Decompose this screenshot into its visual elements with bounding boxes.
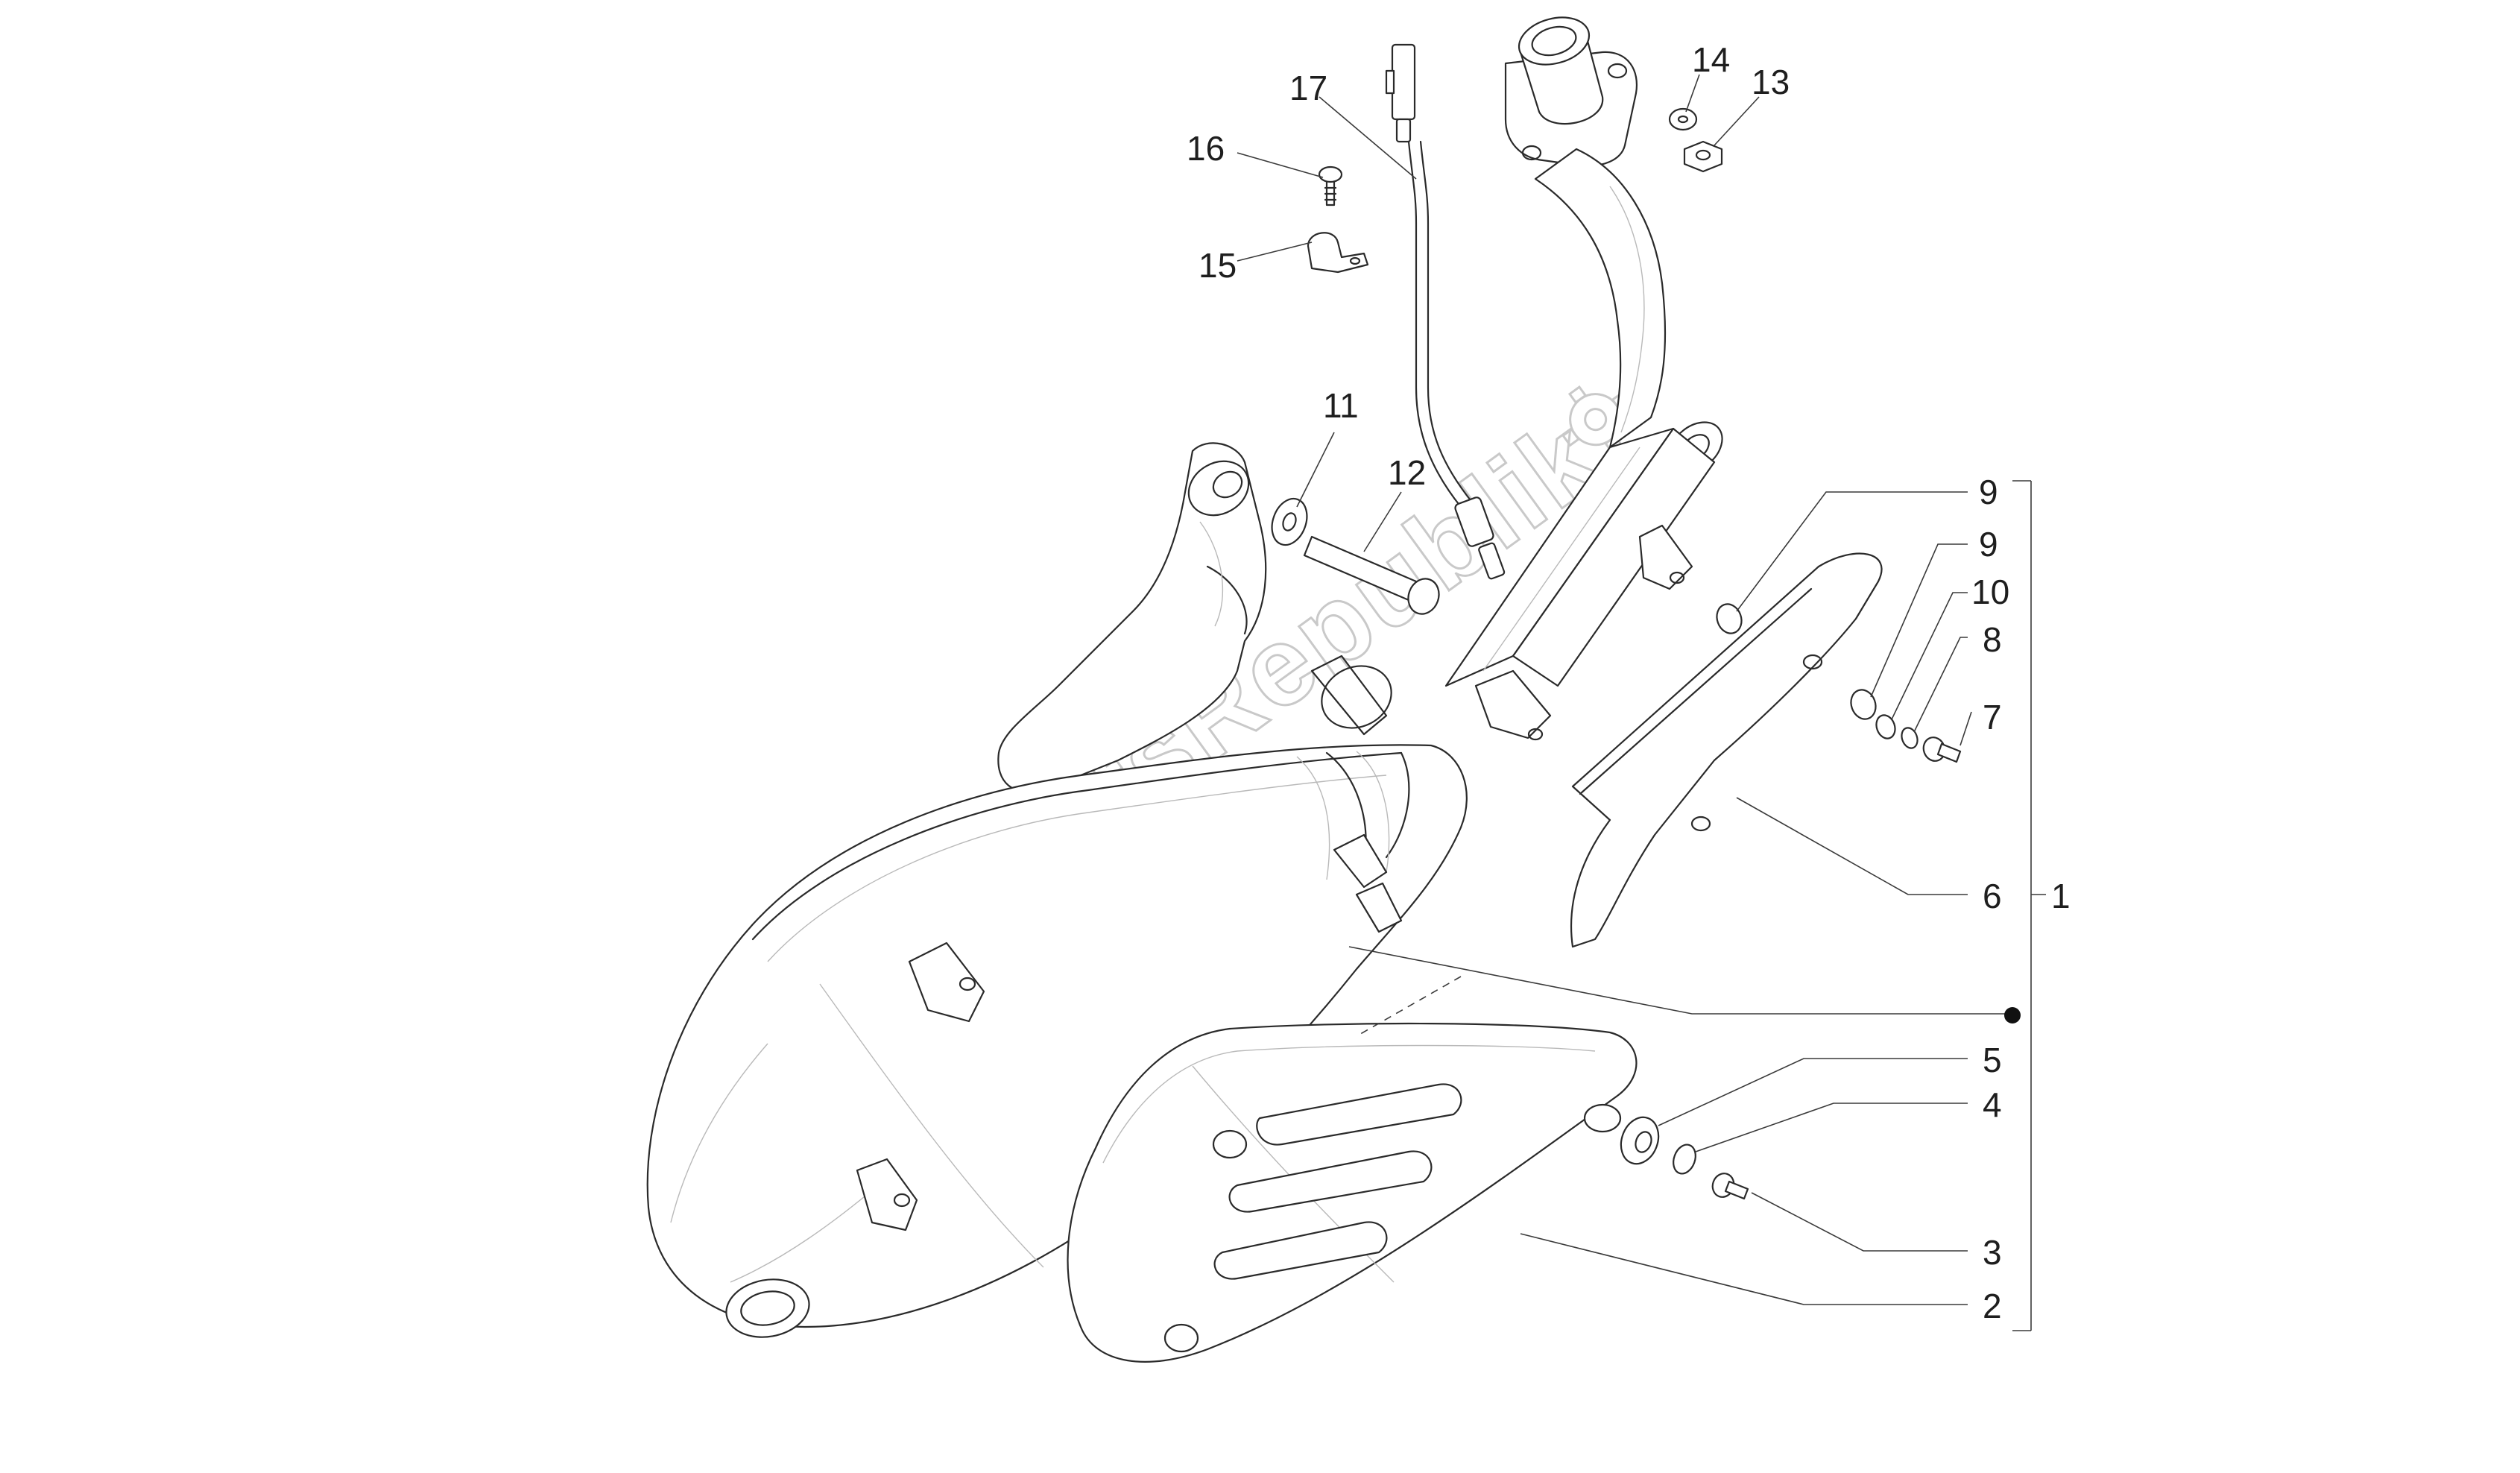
washer-9a <box>1716 603 1743 634</box>
washer-9b <box>1850 689 1877 720</box>
callout-labels: 17 16 15 14 13 11 12 9 9 10 8 7 6 1 5 4 … <box>1187 40 2071 1325</box>
screw-3 <box>1711 1173 1749 1200</box>
exhaust-pipe <box>1444 16 1723 741</box>
screw-7 <box>1922 736 1962 763</box>
lambda-sensor-cable <box>1385 43 1506 580</box>
clamp-15 <box>1307 232 1369 274</box>
callout-2: 2 <box>1983 1287 2002 1325</box>
washer-14 <box>1668 107 1698 131</box>
washer-4 <box>1673 1144 1696 1175</box>
washer-10 <box>1875 714 1896 739</box>
callout-17: 17 <box>1289 69 1327 107</box>
bolt-12 <box>1303 535 1440 615</box>
screw-16 <box>1318 165 1343 206</box>
muffler <box>646 744 1468 1338</box>
callout-9b: 9 <box>1979 525 1998 564</box>
callout-5: 5 <box>1983 1041 2002 1079</box>
callout-7: 7 <box>1983 698 2002 736</box>
callout-11: 11 <box>1323 386 1359 425</box>
callout-12: 12 <box>1388 453 1426 492</box>
callout-13: 13 <box>1752 63 1790 101</box>
washer-8 <box>1901 727 1919 749</box>
washer-11 <box>1271 497 1308 546</box>
reference-dot-icon <box>2004 1007 2021 1023</box>
callout-16: 16 <box>1187 129 1225 168</box>
grommet-5 <box>1620 1116 1660 1165</box>
callout-3: 3 <box>1983 1233 2002 1272</box>
callout-6: 6 <box>1983 877 2002 915</box>
watermark-gear-icon <box>1561 385 1630 454</box>
callout-10: 10 <box>1971 573 2009 611</box>
callout-1: 1 <box>2051 877 2071 915</box>
engine-bracket <box>997 442 1392 793</box>
leader-lines <box>1237 74 2046 1331</box>
muffler-guard <box>1067 1022 1638 1363</box>
callout-4: 4 <box>1983 1085 2002 1124</box>
callout-8: 8 <box>1983 620 2002 659</box>
callout-15: 15 <box>1199 246 1237 285</box>
callout-9a: 9 <box>1979 473 1998 511</box>
nut-13 <box>1683 140 1723 173</box>
heat-shield <box>1570 552 1883 948</box>
callout-14: 14 <box>1692 40 1730 79</box>
